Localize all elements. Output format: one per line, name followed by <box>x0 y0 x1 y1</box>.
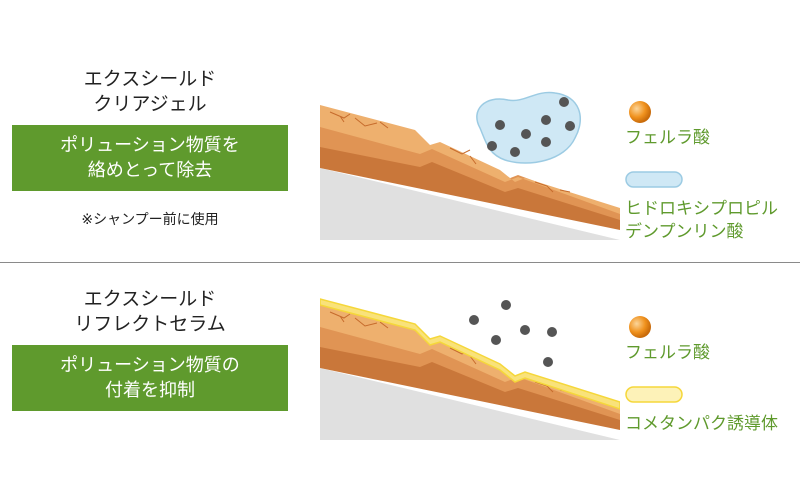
effect-line1: ポリューション物質を <box>60 135 240 156</box>
usage-note: ※シャンプー前に使用 <box>81 212 219 228</box>
orange-sphere-icon <box>629 101 651 123</box>
reflect-serum-effect-box: ポリューション物質の 付着を抑制 <box>12 345 288 411</box>
pollutant-particle <box>547 327 557 337</box>
legend-item-ferulic-acid: フェルラ酸 <box>625 100 800 150</box>
hair-surface-clear-gel-illustration <box>320 91 620 240</box>
cuticle-layer-bottom <box>320 145 620 230</box>
cuticle-layer-middle <box>320 125 620 220</box>
pollutant-particle <box>491 335 501 345</box>
serum-coating-layer <box>320 298 620 410</box>
surface-base-shadow <box>320 368 620 440</box>
pollutant-particle <box>521 129 531 139</box>
clear-gel-product-name: エクスシールド クリアジェル <box>12 67 288 117</box>
cuticle-layer-middle <box>320 325 620 420</box>
surface-base-shadow <box>320 168 620 240</box>
cuticle-cracks <box>329 111 571 193</box>
yellow-capsule-icon <box>625 386 683 403</box>
legend-item-ferulic-acid: フェルラ酸 <box>625 315 800 365</box>
pollutant-particle <box>469 315 479 325</box>
pollutant-particle <box>559 97 569 107</box>
legend-item-rice-protein-derivative: コメタンパク誘導体 <box>625 385 800 435</box>
section-divider <box>0 262 800 263</box>
pollutant-particle <box>520 325 530 335</box>
orange-sphere-icon <box>629 316 651 338</box>
hair-surface-reflect-serum-illustration <box>320 298 620 440</box>
pollutant-particle <box>487 141 497 151</box>
cuticle-layer-top <box>320 305 620 414</box>
reflect-serum-section: エクスシールド リフレクトセラム ポリューション物質の 付着を抑制 <box>0 250 800 500</box>
legend-label-line1: ヒドロキシプロピル <box>625 199 778 219</box>
pollutant-particle <box>565 121 575 131</box>
cuticle-layer-bottom <box>320 345 620 430</box>
pollutant-particle <box>495 120 505 130</box>
cuticle-layer-top <box>320 105 620 214</box>
effect-line2: 絡めとって除去 <box>87 160 213 181</box>
effect-line2: 付着を抑制 <box>105 380 195 401</box>
product-name-line2: クリアジェル <box>93 93 207 115</box>
reflect-serum-product-name: エクスシールド リフレクトセラム <box>12 287 288 337</box>
legend-item-hydroxypropyl-starch: ヒドロキシプロピル デンプンリン酸 <box>625 170 800 250</box>
repelled-pollutants <box>469 300 557 367</box>
pollutant-particle <box>541 137 551 147</box>
pollutant-particle <box>501 300 511 310</box>
gel-bubble-shape <box>476 91 582 164</box>
product-name-line1: エクスシールド <box>83 68 217 90</box>
pollutant-particle <box>541 115 551 125</box>
product-name-line2: リフレクトセラム <box>74 313 226 335</box>
pollutant-particle <box>510 147 520 157</box>
effect-line1: ポリューション物質の <box>60 355 240 376</box>
legend-label-line1: フェルラ酸 <box>625 128 710 148</box>
clear-gel-effect-box: ポリューション物質を 絡めとって除去 <box>12 125 288 191</box>
pollutant-particle <box>543 357 553 367</box>
clear-gel-section: エクスシールド クリアジェル ポリューション物質を 絡めとって除去 ※シャンプー… <box>12 67 800 250</box>
legend-label-line1: コメタンパク誘導体 <box>625 414 778 434</box>
gel-bubble <box>476 91 582 164</box>
legend-label-line1: フェルラ酸 <box>625 343 710 363</box>
light-blue-capsule-icon <box>625 171 683 188</box>
product-name-line1: エクスシールド <box>83 288 217 310</box>
legend-label-line2: デンプンリン酸 <box>625 222 744 242</box>
